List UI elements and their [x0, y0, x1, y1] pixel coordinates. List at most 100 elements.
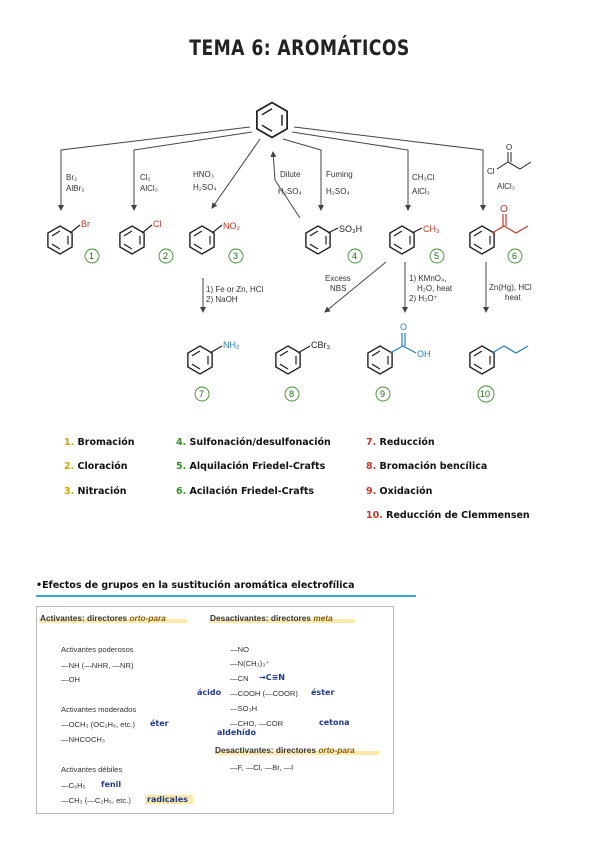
activantes-debiles: Activantes débiles	[61, 765, 123, 774]
reagent-1-a: Br₂	[66, 173, 77, 182]
note-fenil: fenil	[101, 780, 122, 789]
sub-cbr3: CBr₃	[311, 340, 330, 350]
note-cetona: cetona	[319, 718, 350, 727]
number-10: 10	[480, 389, 490, 399]
note-eter: éter	[150, 719, 169, 728]
reagent-3-b: H₂SO₄	[193, 183, 217, 192]
sub-ch3: CH₃	[423, 224, 440, 234]
legend-item-6: 6. Acilación Friedel-Crafts	[176, 486, 315, 497]
sub-oh: OH	[417, 349, 431, 359]
legend-item-4: 4. Sulfonación/desulfonación	[176, 437, 331, 448]
reagent-8-b: NBS	[330, 284, 346, 293]
note-radicales: radicales	[147, 795, 188, 804]
sub-o-acid: O	[400, 322, 407, 332]
debiles-ch3: —CH₃ (—C₂H₅, etc.)	[61, 796, 131, 805]
reaction-arrows	[58, 126, 489, 313]
reagent-3-a: HNO₃	[193, 170, 214, 179]
reagent-2-b: AlCl₃	[140, 184, 158, 193]
meta-cooh: —COOH (—COOR)	[230, 689, 298, 698]
reagent-9-a: 1) KMnO₄,	[409, 274, 447, 283]
note-ester: éster	[311, 688, 335, 697]
product-7: NH₂	[187, 340, 240, 375]
product-9: O OH	[367, 322, 431, 375]
reaction-scheme: Br₂ AlBr₃ Cl₂ AlCl₃ HNO₃ H₂SO₄ Dilute H₂…	[47, 101, 532, 403]
sub-no2: NO₂	[223, 221, 241, 231]
product-10	[469, 345, 529, 375]
meta-cho: —CHO, —COR	[230, 719, 284, 728]
number-4: 4	[352, 251, 357, 261]
product-1: Br	[47, 219, 90, 255]
number-3: 3	[233, 251, 238, 261]
meta-cn: —CN	[230, 674, 249, 683]
moderados-nhcoch3: —NHCOCH₃	[61, 735, 106, 744]
legend-item-1: 1. Bromación	[64, 437, 135, 448]
substituent-effects-table: Activantes: directores orto-para Desacti…	[36, 606, 394, 814]
legend-item-5: 5. Alquilación Friedel-Crafts	[176, 461, 326, 472]
acyl-chloride-reagent	[496, 152, 532, 170]
meta-so3h: —SO₃H	[230, 704, 258, 713]
number-7: 7	[199, 389, 204, 399]
reagent-4-c: Fuming	[326, 170, 353, 179]
product-5: CH₃	[389, 224, 440, 255]
legend-item-8: 8. Bromación bencílica	[366, 461, 488, 472]
note-aldehido: aldehído	[217, 728, 256, 737]
reagent-9-b: H₂O, heat	[417, 284, 453, 293]
reagent-7-b: 2) NaOH	[206, 295, 238, 304]
sub-so3h: SO₃H	[339, 224, 362, 234]
reagent-10-a: Zn(Hg), HCl	[489, 283, 532, 292]
product-4: SO₃H	[305, 224, 362, 255]
section-title: •Efectos de grupos en la sustitución aro…	[36, 580, 355, 591]
reagent-7-a: 1) Fe or Zn, HCl	[206, 285, 264, 294]
meta-no: —NO	[230, 645, 249, 654]
header-desactivantes-orto-para: Desactivantes: directores orto-para	[215, 745, 355, 755]
number-6: 6	[512, 251, 517, 261]
reagent-6-cl: Cl	[487, 167, 495, 176]
number-circles	[84, 248, 523, 403]
product-3: NO₂	[189, 221, 241, 255]
poderosos-oh: —OH	[61, 675, 80, 684]
section-underline	[36, 595, 416, 597]
sub-nh2: NH₂	[223, 340, 240, 350]
debiles-c6h5: —C₆H₅	[61, 781, 86, 790]
halogens: —F, —Cl, —Br, —I	[230, 763, 294, 772]
reagent-10-b: heat	[505, 293, 521, 302]
reagent-8-a: Excess	[325, 274, 351, 283]
activantes-moderados: Activantes moderados	[61, 705, 137, 714]
sub-cl: Cl	[153, 219, 162, 229]
number-9: 9	[380, 389, 385, 399]
reagent-2-a: Cl₂	[140, 173, 151, 182]
product-2: Cl	[119, 219, 162, 255]
reagent-5-a: CH₃Cl	[412, 173, 435, 182]
reagent-4-b: H₂SO₄	[278, 187, 302, 196]
meta-nch3: —N(CH₃)₃⁺	[230, 659, 270, 668]
activantes-poderosos: Activantes poderosos	[61, 645, 134, 654]
number-2: 2	[163, 251, 168, 261]
legend-item-10: 10. Reducción de Clemmensen	[366, 510, 530, 521]
benzene-center	[256, 101, 288, 139]
note-cn: →C≡N	[259, 673, 285, 682]
product-8: CBr₃	[275, 340, 330, 375]
legend-item-9: 9. Oxidación	[366, 486, 433, 497]
legend-item-7: 7. Reducción	[366, 437, 435, 448]
number-5: 5	[434, 251, 439, 261]
legend-item-2: 2. Cloración	[64, 461, 128, 472]
reagent-6-o: O	[506, 143, 512, 152]
number-1: 1	[89, 251, 94, 261]
reagent-1-b: AlBr₃	[66, 184, 84, 193]
reagent-4-a: Dilute	[280, 170, 301, 179]
header-activantes: Activantes: directores orto-para	[40, 613, 166, 623]
reagent-6-b: AlCl₃	[497, 182, 515, 191]
legend-item-3: 3. Nitración	[64, 486, 127, 497]
sub-br: Br	[81, 219, 90, 229]
sub-o-ketone: O	[500, 204, 508, 215]
number-8: 8	[289, 389, 294, 399]
page-title: TEMA 6: AROMÁTICOS	[189, 36, 410, 60]
reagent-9-c: 2) H₃O⁺	[409, 294, 438, 303]
reagent-4-d: H₂SO₄	[326, 187, 350, 196]
moderados-och3: —OCH₃ (OC₂H₅, etc.)	[61, 720, 136, 729]
reagent-5-b: AlCl₃	[412, 187, 430, 196]
poderosos-nh: —NH (—NHR, —NR)	[61, 661, 134, 670]
header-desactivantes-meta: Desactivantes: directores meta	[210, 613, 333, 623]
note-acido: ácido	[197, 688, 222, 697]
product-6: O	[469, 204, 529, 255]
